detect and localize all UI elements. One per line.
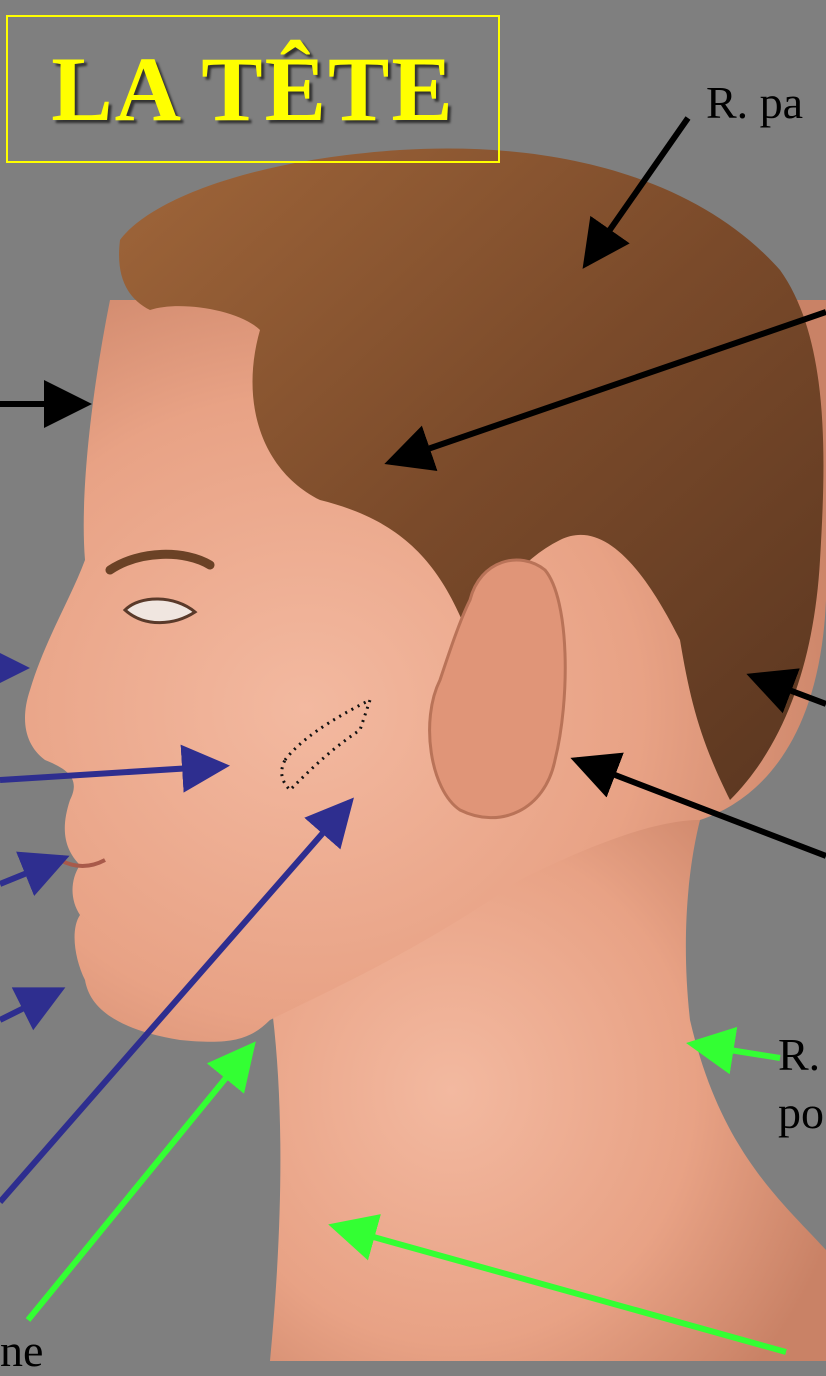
arrow-blue-3 [0,858,64,884]
arrow-blue-4 [0,990,60,1020]
slide-title: LA TÊTE [51,36,455,142]
arrow-green-2 [692,1044,780,1058]
label-bottom-left: ne [0,1328,43,1374]
title-box: LA TÊTE [6,15,500,163]
label-posterior-po: po [778,1090,824,1136]
arrow-green-1 [28,1046,252,1320]
label-parietal: R. pa [706,80,803,126]
label-posterior-r: R. [778,1032,820,1078]
